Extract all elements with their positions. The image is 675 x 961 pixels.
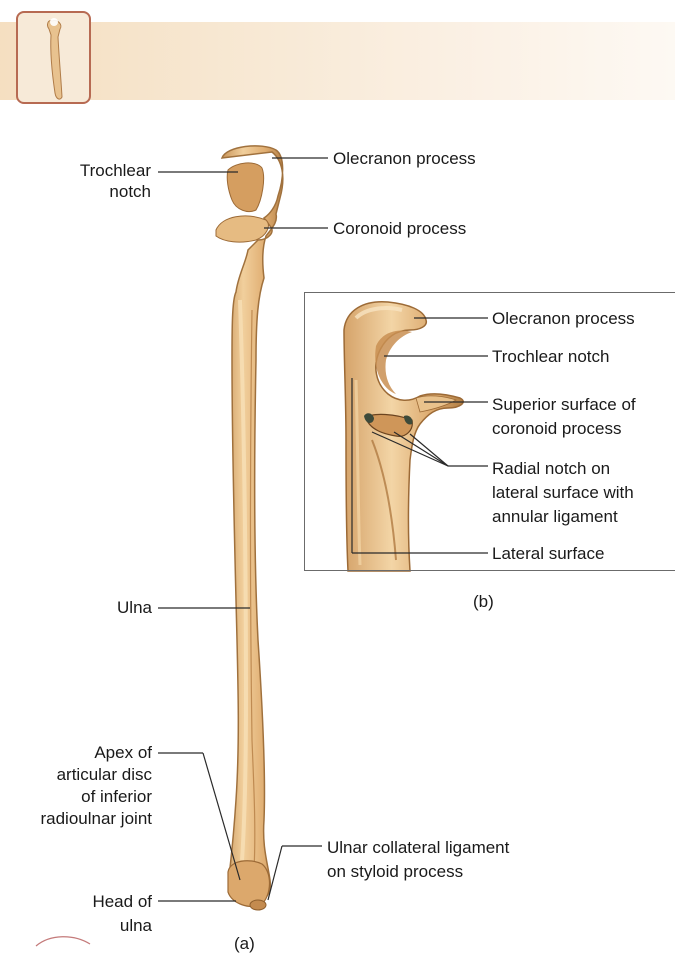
- caption-b: (b): [473, 592, 494, 612]
- label-ulna: Ulna: [117, 597, 152, 618]
- label-head-of-ulna: Head of ulna: [92, 890, 152, 938]
- label-apex-articular-disc: Apex of articular disc of inferior radio…: [40, 742, 152, 830]
- label-superior-surface-coronoid: Superior surface of coronoid process: [492, 393, 636, 441]
- label-ulnar-collateral-ligament: Ulnar collateral ligament on styloid pro…: [327, 836, 509, 884]
- ulna-bone-a: [216, 146, 283, 910]
- label-lateral-surface: Lateral surface: [492, 543, 604, 564]
- label-coronoid-process-a: Coronoid process: [333, 218, 466, 239]
- label-radial-notch: Radial notch on lateral surface with ann…: [492, 457, 634, 529]
- label-trochlear-notch-b: Trochlear notch: [492, 346, 609, 367]
- caption-a: (a): [234, 934, 255, 954]
- label-trochlear-notch-a: Trochlear notch: [80, 160, 151, 202]
- label-olecranon-process-b: Olecranon process: [492, 308, 635, 329]
- decorative-arc: [36, 937, 90, 946]
- label-olecranon-process-a: Olecranon process: [333, 148, 476, 169]
